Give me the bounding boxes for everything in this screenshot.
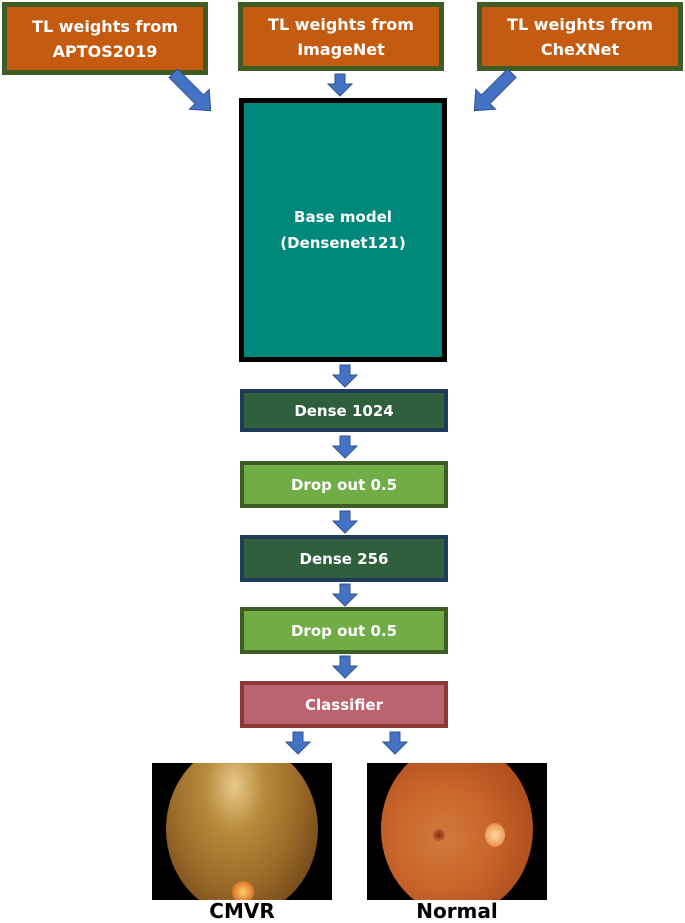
source-label-line1: TL weights from — [507, 14, 653, 34]
arrow-down-icon — [382, 731, 408, 755]
dense-256-box: Dense 256 — [240, 535, 448, 582]
base-model-box: Base model (Densenet121) — [239, 98, 447, 362]
classifier-box: Classifier — [240, 681, 448, 728]
arrow-down-icon — [332, 435, 358, 459]
base-model-label-line1: Base model — [294, 208, 392, 226]
source-label-line2: ImageNet — [297, 39, 385, 59]
source-box-imagenet: TL weights from ImageNet — [238, 2, 444, 71]
arrow-down-icon — [332, 510, 358, 534]
base-model-label-line2: (Densenet121) — [280, 234, 406, 252]
source-box-aptos2019: TL weights from APTOS2019 — [2, 2, 208, 75]
source-label-line2: APTOS2019 — [52, 41, 158, 61]
arrow-down-left-icon — [473, 68, 517, 112]
source-box-chexnet: TL weights from CheXNet — [477, 2, 683, 71]
source-label-line1: TL weights from — [268, 14, 414, 34]
layer-label: Drop out 0.5 — [290, 621, 398, 640]
layer-label: Drop out 0.5 — [290, 475, 398, 494]
source-label-line1: TL weights from — [32, 16, 178, 36]
arrow-down-icon — [327, 73, 353, 97]
output-label-normal: Normal — [416, 899, 498, 923]
dropout-1-box: Drop out 0.5 — [240, 461, 448, 508]
cmvr-fundus-image — [152, 763, 332, 900]
dense-1024-box: Dense 1024 — [240, 389, 448, 432]
output-label-cmvr: CMVR — [209, 899, 275, 923]
normal-fundus-image — [367, 763, 547, 900]
layer-label: Dense 1024 — [294, 401, 394, 420]
arrow-down-icon — [332, 655, 358, 679]
arrow-down-icon — [332, 583, 358, 607]
source-label-line2: CheXNet — [540, 39, 620, 59]
arrow-down-right-icon — [168, 68, 212, 112]
layer-label: Classifier — [305, 695, 383, 714]
layer-label: Dense 256 — [299, 549, 389, 568]
arrow-down-icon — [332, 364, 358, 388]
arrow-down-icon — [285, 731, 311, 755]
dropout-2-box: Drop out 0.5 — [240, 607, 448, 654]
